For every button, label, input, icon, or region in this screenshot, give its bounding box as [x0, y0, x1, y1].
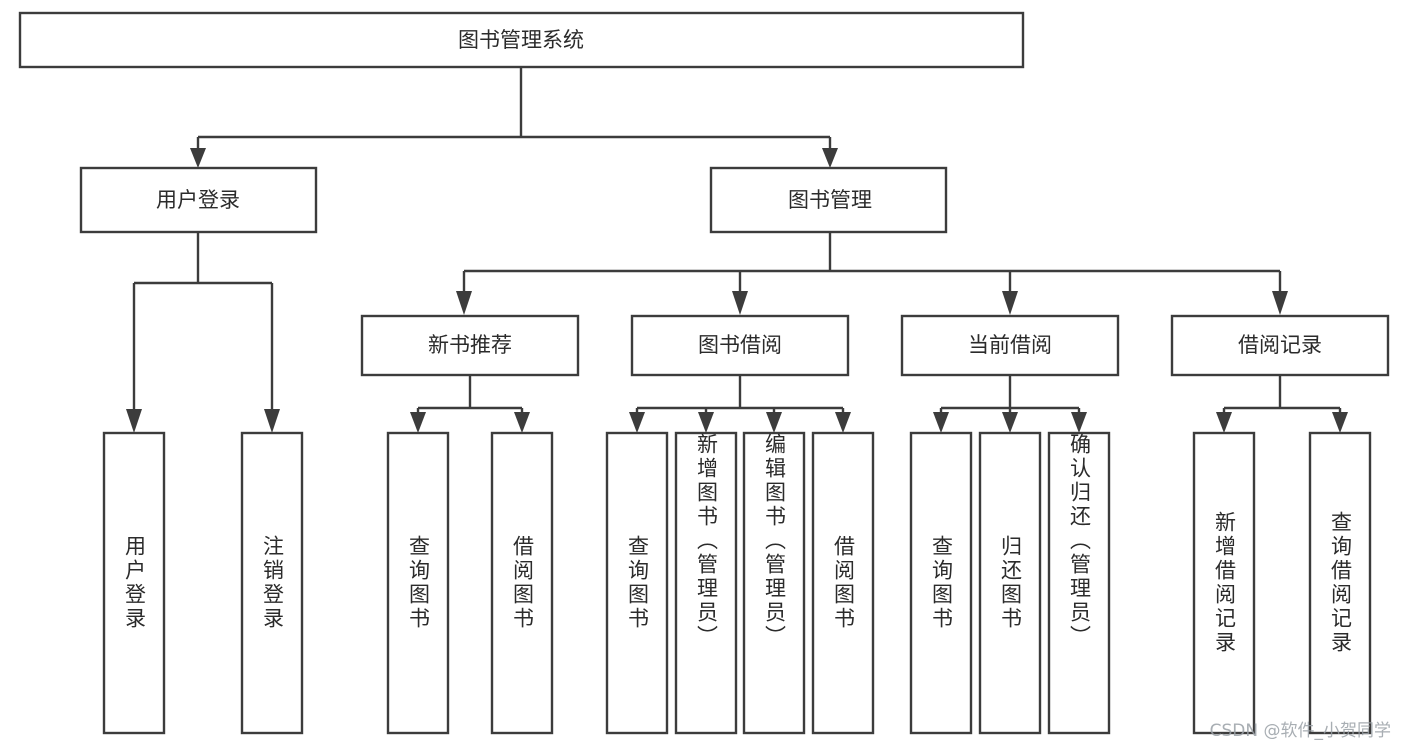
node-label-root: 图书管理系统 — [458, 28, 584, 52]
node-box-new-book-recommend[interactable] — [360, 314, 580, 377]
connector-group-book-mgmt — [456, 232, 1288, 315]
node-label-user-login: 用户登录 — [156, 188, 240, 212]
arrowhead-book-borrow — [732, 291, 748, 315]
leaf-box-br-1[interactable] — [1308, 431, 1372, 735]
arrowhead-cb-leaf1 — [933, 412, 949, 433]
connector-group-book-borrow — [629, 375, 851, 433]
leaf-box-user-login-1[interactable] — [240, 431, 304, 735]
leaf-boxes-user-login — [102, 431, 304, 735]
node-label-new-book-recommend: 新书推荐 — [428, 333, 512, 357]
node-box-root[interactable] — [18, 11, 1025, 69]
arrowhead-nbr-leaf2 — [514, 412, 530, 433]
arrowhead-book-mgmt — [822, 148, 838, 168]
leaf-boxes-book-borrow — [605, 431, 875, 735]
connector-group-root — [190, 67, 838, 168]
node-borrow-record[interactable]: 借阅记录 — [1170, 314, 1390, 377]
arrowhead-bb-leaf1 — [629, 412, 645, 433]
connector-group-user-login — [126, 232, 280, 433]
arrowhead-br-leaf2 — [1332, 412, 1348, 433]
arrowhead-leaf-user-login — [126, 409, 142, 433]
leaf-box-cb-2[interactable] — [1047, 431, 1111, 735]
leaf-box-bb-3[interactable] — [811, 431, 875, 735]
arrowhead-bb-leaf3 — [766, 412, 782, 433]
node-box-user-login[interactable] — [79, 166, 318, 234]
arrowhead-leaf-logout — [264, 409, 280, 433]
watermark-text: CSDN @软件_小贺同学 — [1209, 721, 1391, 741]
arrowhead-cb-leaf3 — [1071, 412, 1087, 433]
arrowhead-br-leaf1 — [1216, 412, 1232, 433]
leaf-box-bb-1[interactable] — [674, 431, 738, 735]
leaf-box-cb-0[interactable] — [909, 431, 973, 735]
node-user-login[interactable]: 用户登录 — [79, 166, 318, 234]
node-label-book-management: 图书管理 — [788, 188, 872, 212]
leaf-box-nbr-1[interactable] — [490, 431, 554, 735]
node-new-book-recommend[interactable]: 新书推荐 — [360, 314, 580, 377]
node-current-borrow[interactable]: 当前借阅 — [900, 314, 1120, 377]
leaf-boxes-new-book-recommend — [386, 431, 554, 735]
node-label-current-borrow: 当前借阅 — [968, 333, 1052, 357]
leaf-box-bb-0[interactable] — [605, 431, 669, 735]
arrowhead-bb-leaf4 — [835, 412, 851, 433]
node-box-current-borrow[interactable] — [900, 314, 1120, 377]
node-book-borrow[interactable]: 图书借阅 — [630, 314, 850, 377]
connector-group-new-book-recommend — [410, 375, 530, 433]
leaf-boxes-borrow-record — [1192, 431, 1372, 735]
arrowhead-nbr-leaf1 — [410, 412, 426, 433]
connector-group-current-borrow — [933, 375, 1087, 433]
leaf-box-bb-2[interactable] — [742, 431, 806, 735]
arrowhead-borrow-record — [1272, 291, 1288, 315]
node-label-book-borrow: 图书借阅 — [698, 333, 782, 357]
arrowhead-cb-leaf2 — [1002, 412, 1018, 433]
node-root[interactable]: 图书管理系统 — [18, 11, 1025, 69]
node-label-borrow-record: 借阅记录 — [1238, 333, 1322, 357]
arrowhead-current-borrow — [1002, 291, 1018, 315]
connector-group-borrow-record — [1216, 375, 1348, 433]
leaf-box-nbr-0[interactable] — [386, 431, 450, 735]
arrowhead-new-book-recommend — [456, 291, 472, 315]
arrowhead-user-login — [190, 148, 206, 168]
leaf-boxes-current-borrow — [909, 431, 1111, 735]
node-box-book-management[interactable] — [709, 166, 948, 234]
node-book-management[interactable]: 图书管理 — [709, 166, 948, 234]
leaf-box-user-login-0[interactable] — [102, 431, 166, 735]
node-box-book-borrow[interactable] — [630, 314, 850, 377]
node-box-borrow-record[interactable] — [1170, 314, 1390, 377]
leaf-box-br-0[interactable] — [1192, 431, 1256, 735]
leaf-box-cb-1[interactable] — [978, 431, 1042, 735]
arrowhead-bb-leaf2 — [698, 412, 714, 433]
